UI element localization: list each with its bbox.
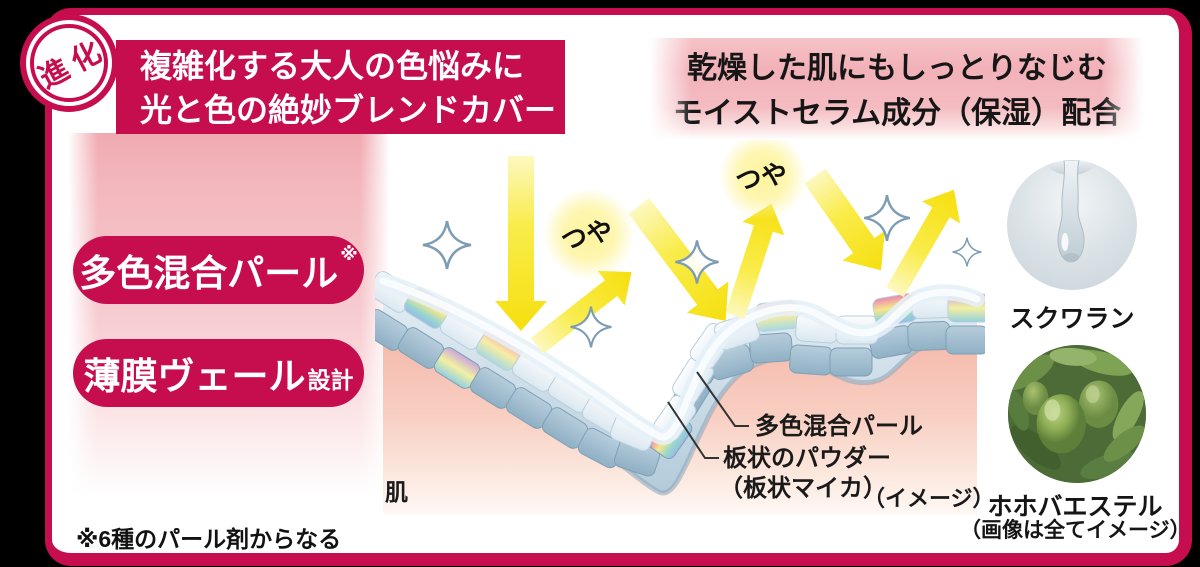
- headline-left-line1: 複雑化する大人の色悩みに: [140, 48, 525, 84]
- left-pink-gradient-band: [68, 133, 390, 505]
- headline-left-line2: 光と色の絶妙ブレンドカバー: [140, 92, 557, 128]
- squalane-droplet-image: [1007, 160, 1137, 290]
- gloss-glow-1: [543, 188, 635, 280]
- jojoba-label: ホホバエステル: [987, 493, 1163, 521]
- powder-annotation-line1: 板状のパウダー: [723, 444, 891, 472]
- feature-pill-thin-veil-label: 薄膜ヴェール: [83, 356, 306, 397]
- incident-ray-arrow-1: [495, 156, 547, 331]
- skin-base: [383, 336, 977, 514]
- headline-right-line2: モイストセラム成分（保湿）配合: [672, 97, 1122, 130]
- headline-right-line1: 乾燥した肌にもしっとりなじむ: [687, 52, 1107, 85]
- powder-pointer-line: [667, 401, 719, 459]
- skin-label: 肌: [385, 479, 408, 505]
- feature-pill-thin-veil: 薄膜ヴェール設計: [73, 339, 364, 407]
- skin-powder-diagram: 多色混合パール 板状のパウダー （板状マイカ） （イメージ） 肌 つや つや: [375, 140, 985, 514]
- feature-pill-multicolor-pearl: 多色混合パール※: [73, 236, 364, 304]
- footnote-mark: ※: [340, 244, 358, 264]
- reflected-ray-arrow-1: [530, 270, 632, 354]
- incident-ray-arrow-3: [804, 168, 886, 271]
- gloss-glow-2: [719, 140, 807, 220]
- sparkle-icon: [422, 194, 982, 348]
- reflected-ray-arrow-3: [886, 189, 961, 297]
- headline-right: 乾燥した肌にもしっとりなじむ モイストセラム成分（保湿）配合: [650, 38, 1144, 140]
- headline-left: 複雑化する大人の色悩みに 光と色の絶妙ブレンドカバー: [116, 40, 565, 134]
- thin-veil-layer: [375, 273, 985, 445]
- incident-ray-arrow-2: [628, 198, 729, 322]
- water-droplet-icon: [1041, 160, 1101, 263]
- all-images-note: （画像は全てイメージ）: [960, 519, 1191, 542]
- pearl-footnote: ※6種のパール剤からなる: [76, 526, 342, 552]
- powder-annotation-line2: （板状マイカ）: [719, 475, 887, 502]
- reflected-ray-arrow-2: [725, 203, 785, 320]
- squalane-label: スクワラン: [1009, 305, 1135, 333]
- jojoba-photo: [1008, 345, 1146, 483]
- feature-pill-multicolor-pearl-label: 多色混合パール: [79, 253, 339, 294]
- image-note: （イメージ）: [863, 486, 985, 511]
- pearl-pointer-line: [696, 371, 749, 427]
- jojoba-plant-icon: [1008, 345, 1146, 483]
- evolution-stamp-badge: 進化: [20, 14, 118, 112]
- feature-pill-thin-veil-suffix: 設計: [307, 367, 354, 393]
- pearl-annotation: 多色混合パール: [755, 412, 923, 440]
